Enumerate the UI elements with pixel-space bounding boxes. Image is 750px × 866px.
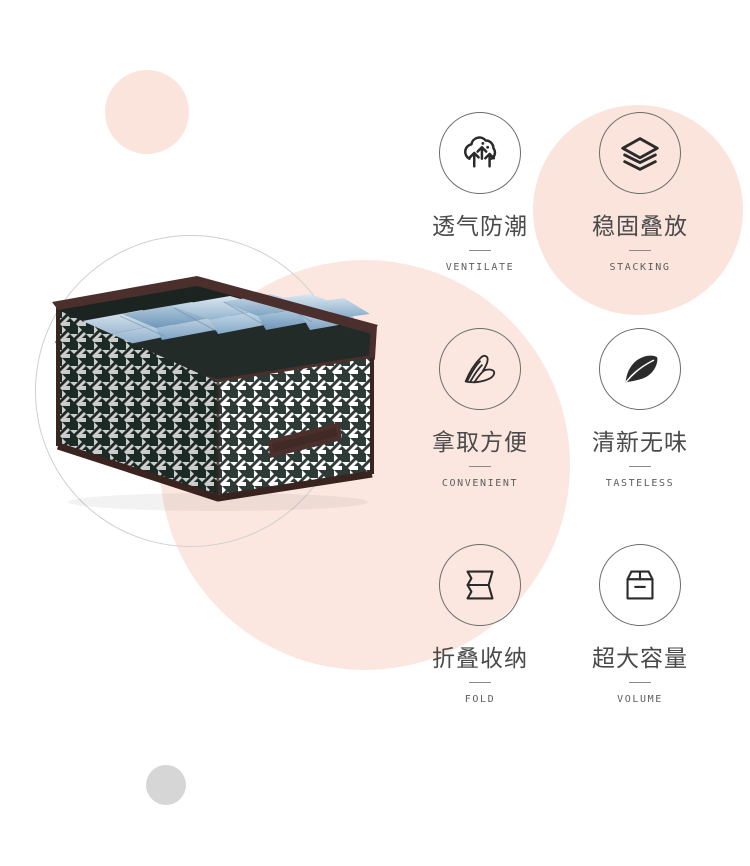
decorative-circle-top-left [105,70,189,154]
feature-icon-ring [599,544,681,626]
convenient-hand-icon [464,354,496,384]
feature-item-stacking: 稳固叠放 STACKING [560,112,720,328]
feature-divider [469,466,491,467]
feature-item-ventilate: 透气防潮 VENTILATE [400,112,560,328]
feature-title: 折叠收纳 [432,646,528,672]
product-image-storage-box [22,262,382,562]
feature-subtitle: VENTILATE [445,262,515,273]
feature-subtitle: STACKING [609,262,671,273]
feature-subtitle: CONVENIENT [441,478,519,489]
feature-item-volume: 超大容量 VOLUME [560,544,720,760]
feature-divider [469,250,491,251]
fold-accordion-icon [466,570,494,600]
feature-icon-ring [439,328,521,410]
feature-divider [629,466,651,467]
feature-title: 清新无味 [592,430,688,456]
feature-item-fold: 折叠收纳 FOLD [400,544,560,760]
feature-subtitle: FOLD [464,694,496,705]
decorative-circle-gray-bottom [146,765,186,805]
feature-icon-ring [439,112,521,194]
feature-divider [629,682,651,683]
feature-title: 超大容量 [592,646,688,672]
feature-subtitle: TASTELESS [605,478,675,489]
stacking-layers-icon [621,137,659,171]
feature-icon-ring [599,328,681,410]
feature-list: 透气防潮 VENTILATE 稳固叠放 STACKING [400,112,720,760]
feature-item-convenient: 拿取方便 CONVENIENT [400,328,560,544]
ventilate-cloud-arrows-icon [463,136,497,168]
tasteless-leaf-icon [625,355,658,383]
volume-box-icon [626,570,654,600]
feature-divider [629,250,651,251]
feature-title: 拿取方便 [432,430,528,456]
feature-title: 稳固叠放 [592,214,688,240]
feature-item-tasteless: 清新无味 TASTELESS [560,328,720,544]
feature-icon-ring [439,544,521,626]
feature-subtitle: VOLUME [617,694,663,705]
feature-divider [469,682,491,683]
feature-icon-ring [599,112,681,194]
feature-title: 透气防潮 [432,214,528,240]
